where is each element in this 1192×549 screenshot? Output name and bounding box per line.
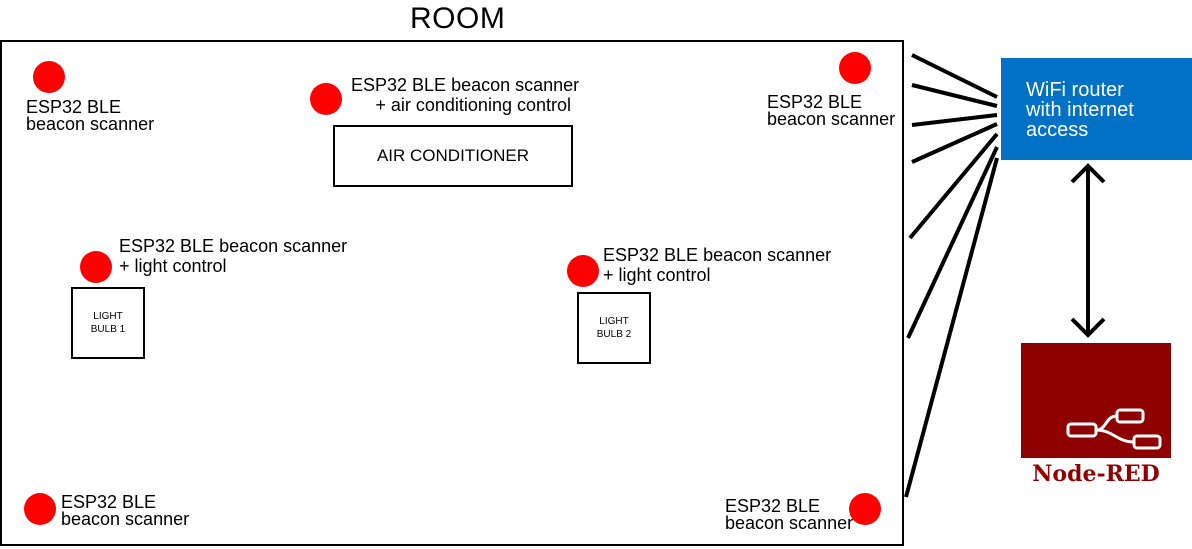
scanner-label-top-center: ESP32 BLE beacon scanner + air condition… <box>351 75 580 115</box>
scanner-label-bottom-left: ESP32 BLE beacon scanner <box>61 492 190 529</box>
light-bulb-2-label-line: LIGHT <box>599 316 629 327</box>
scanner-label-line: ESP32 BLE beacon scanner <box>603 245 832 265</box>
scanner-label-line: + light control <box>603 265 711 285</box>
arrow-head-up-icon <box>1070 163 1106 184</box>
scanner-dot-bottom-right <box>849 493 881 525</box>
scanner-label-line: ESP32 BLE <box>725 496 821 516</box>
scanner-dot-top-right <box>839 52 871 84</box>
scanner-label-top-right: ESP32 BLE beacon scanner <box>767 92 896 129</box>
light-bulb-1-box: LIGHT BULB 1 <box>71 287 145 359</box>
arrow-head-down-icon <box>1070 317 1106 338</box>
scanner-label-bottom-right: ESP32 BLE beacon scanner <box>725 496 854 533</box>
wifi-link-line <box>906 146 999 339</box>
router-label-line: with internet <box>1026 99 1134 121</box>
scanner-dot-mid-left <box>80 251 112 283</box>
scanner-label-line: ESP32 BLE <box>61 492 157 512</box>
air-conditioner-box: AIR CONDITIONER <box>333 125 573 187</box>
wifi-link-line <box>911 122 998 164</box>
node-red-flow-icon <box>1066 408 1162 450</box>
scanner-label-line: beacon scanner <box>26 114 155 134</box>
light-bulb-2-label-line: BULB 2 <box>596 329 632 340</box>
scanner-label-line: ESP32 BLE <box>767 92 863 112</box>
wifi-link-line <box>911 113 998 127</box>
wifi-link-line <box>908 132 999 240</box>
scanner-label-line: + air conditioning control <box>375 95 571 115</box>
scanner-label-line: beacon scanner <box>61 509 190 529</box>
light-bulb-2-box: LIGHT BULB 2 <box>577 292 651 364</box>
wifi-link-line <box>904 157 999 498</box>
light-bulb-1-label-line: BULB 1 <box>90 324 126 335</box>
scanner-label-line: ESP32 BLE beacon scanner <box>119 236 348 256</box>
room-title: ROOM <box>410 2 506 35</box>
room-outline <box>0 40 904 546</box>
wifi-link-line <box>911 83 998 108</box>
scanner-label-line: beacon scanner <box>767 109 896 129</box>
scanner-dot-top-center <box>310 83 342 115</box>
light-bulb-1-label-line: LIGHT <box>93 311 123 322</box>
scanner-label-mid-left: ESP32 BLE beacon scanner + light control <box>119 236 348 276</box>
node-red-logo <box>1021 343 1171 458</box>
router-label-line: WiFi router <box>1026 79 1124 101</box>
scanner-label-line: ESP32 BLE <box>26 97 122 117</box>
scanner-dot-bottom-left <box>24 493 56 525</box>
scanner-label-top-left: ESP32 BLE beacon scanner <box>26 97 155 134</box>
scanner-label-line: ESP32 BLE beacon scanner <box>351 75 580 95</box>
scanner-label-line: beacon scanner <box>725 513 854 533</box>
wifi-link-line <box>911 53 998 99</box>
node-red-label: Node-RED <box>1032 461 1160 487</box>
air-conditioner-label: AIR CONDITIONER <box>376 146 530 165</box>
scanner-label-mid-center: ESP32 BLE beacon scanner + light control <box>603 245 832 285</box>
scanner-dot-top-left <box>33 61 65 93</box>
wifi-router-box: WiFi router with internet access <box>1001 58 1192 160</box>
router-label-line: access <box>1026 119 1089 141</box>
scanner-label-line: + light control <box>119 256 227 276</box>
scanner-dot-mid-center <box>567 255 599 287</box>
